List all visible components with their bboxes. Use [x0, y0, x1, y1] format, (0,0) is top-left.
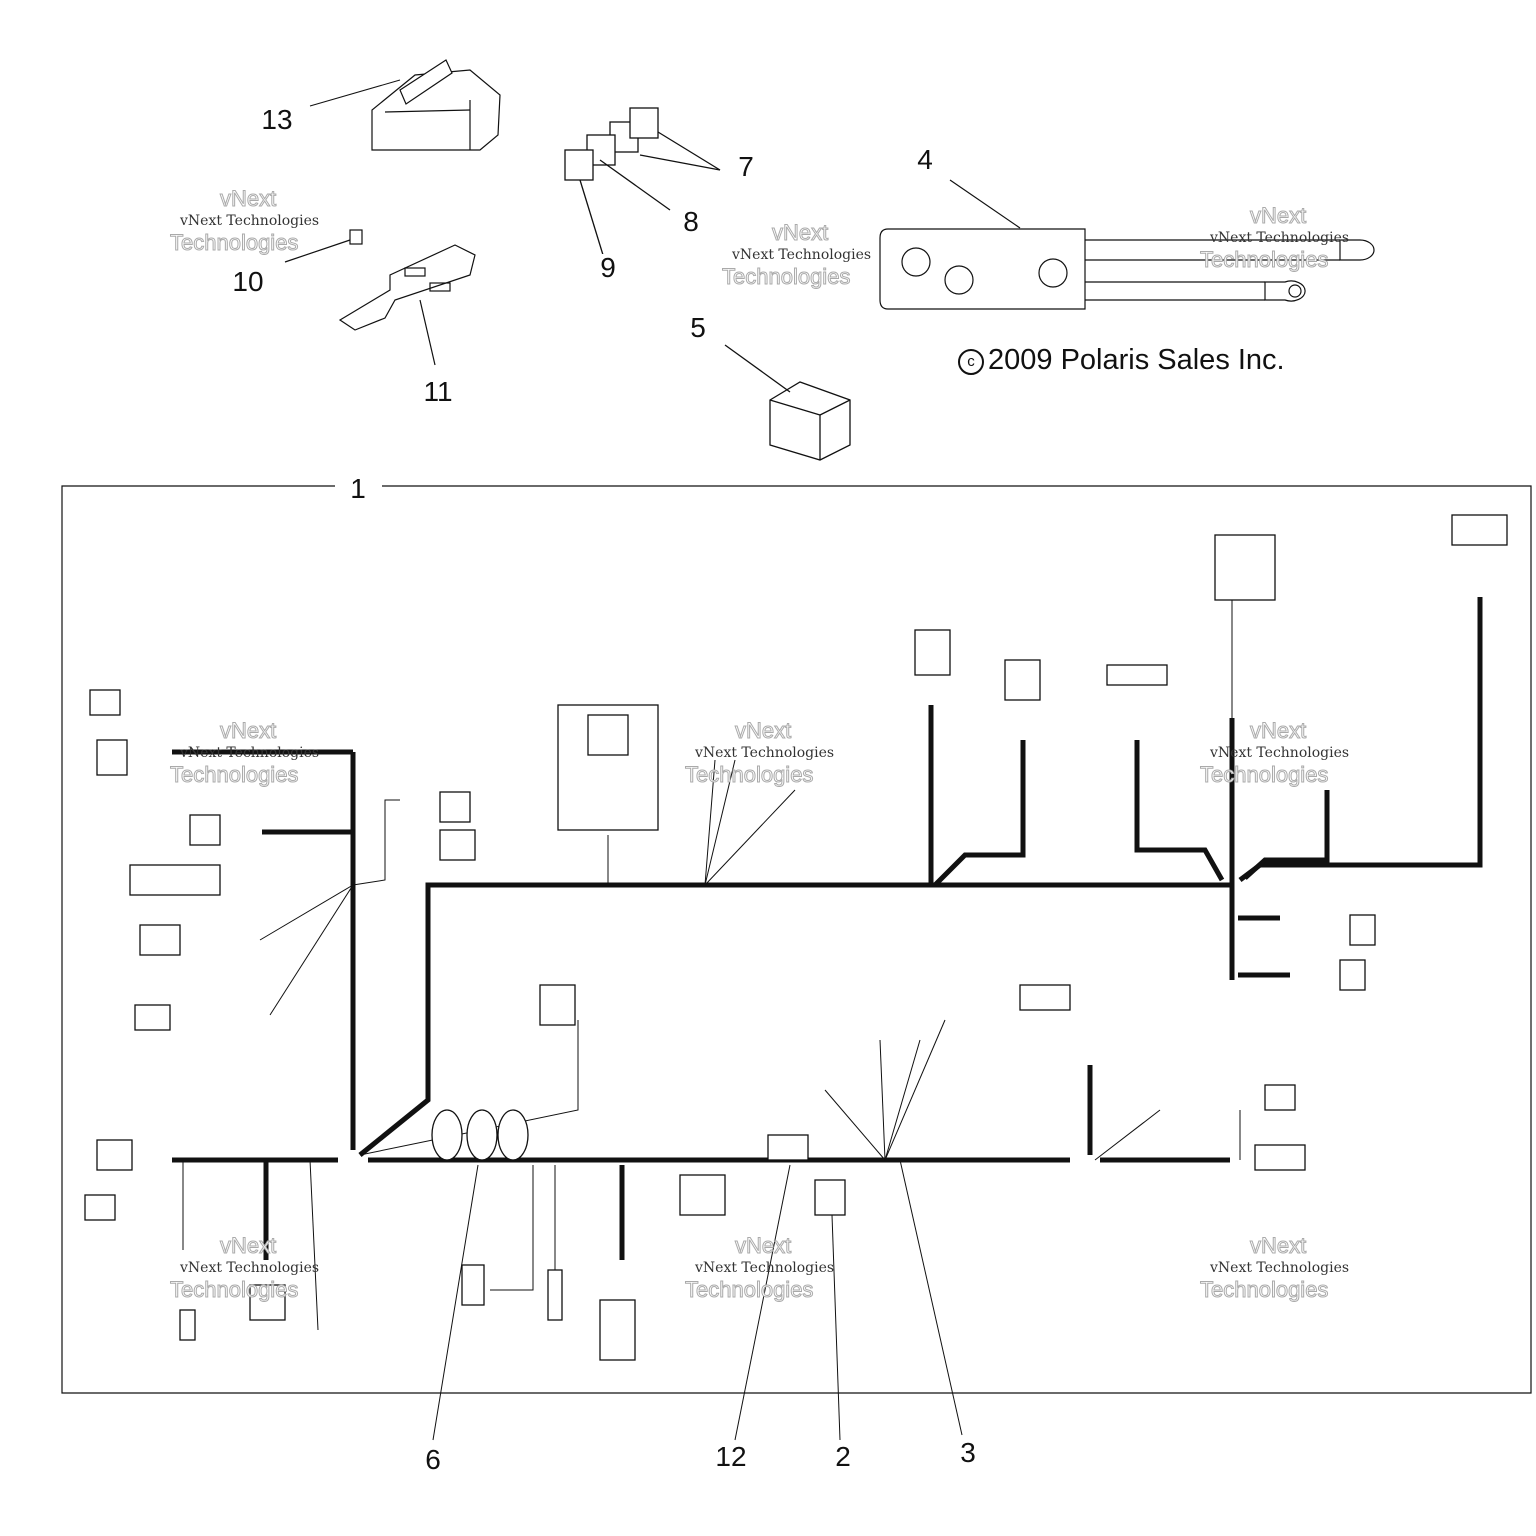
callout-11: 11 — [417, 378, 459, 406]
connectors — [84, 514, 1508, 1361]
main-trunks — [172, 597, 1483, 1260]
callout-7: 7 — [732, 153, 760, 181]
callout-8: 8 — [677, 208, 705, 236]
callout-9: 9 — [594, 254, 622, 282]
callout-12: 12 — [709, 1443, 753, 1471]
copyright-icon: c — [958, 349, 984, 375]
leader-13 — [309, 79, 401, 107]
callout-4: 4 — [911, 146, 939, 174]
callout-5: 5 — [684, 314, 712, 342]
branch-wires — [182, 565, 1241, 1331]
bracket-part-11 — [284, 229, 476, 366]
fuses-part-7-8-9 — [564, 107, 721, 256]
callout-3: 3 — [954, 1439, 982, 1467]
callout-10: 10 — [226, 268, 270, 296]
callout-leaders — [432, 1159, 963, 1441]
harness-frame — [61, 485, 1532, 1394]
fuse-box-part-13 — [371, 59, 501, 151]
callout-6: 6 — [419, 1446, 447, 1474]
callout-13: 13 — [255, 106, 299, 134]
callout-1: 1 — [344, 475, 372, 503]
relay-part-5 — [724, 344, 851, 461]
ground-strap-part-4 — [879, 179, 1375, 310]
callout-2: 2 — [829, 1443, 857, 1471]
